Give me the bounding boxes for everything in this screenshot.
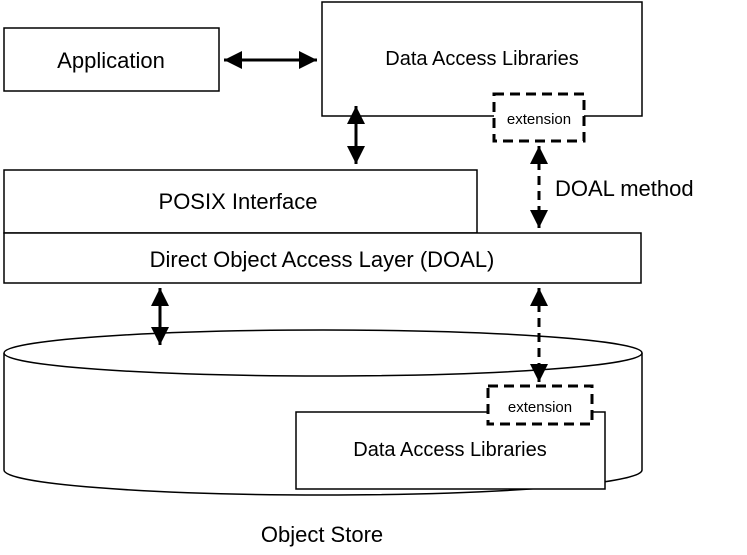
data-access-libraries-top-label: Data Access Libraries	[385, 48, 578, 70]
data-access-libraries-bottom-label: Data Access Libraries	[353, 439, 546, 461]
object-store-label: Object Store	[261, 522, 383, 547]
application-box	[3, 27, 220, 92]
extension-bottom-label: extension	[508, 399, 572, 416]
posix-interface-label: POSIX Interface	[159, 189, 318, 214]
posix-interface-box	[3, 169, 478, 234]
doal-layer-box	[3, 232, 642, 284]
extension-top-box	[492, 92, 586, 143]
application-label: Application	[57, 48, 165, 73]
data-access-libraries-top-box	[321, 1, 643, 117]
doal-layer-label: Direct Object Access Layer (DOAL)	[150, 247, 495, 272]
extension-top-label: extension	[507, 111, 571, 128]
extension-bottom-box	[486, 384, 594, 426]
doal-method-label: DOAL method	[555, 176, 694, 201]
